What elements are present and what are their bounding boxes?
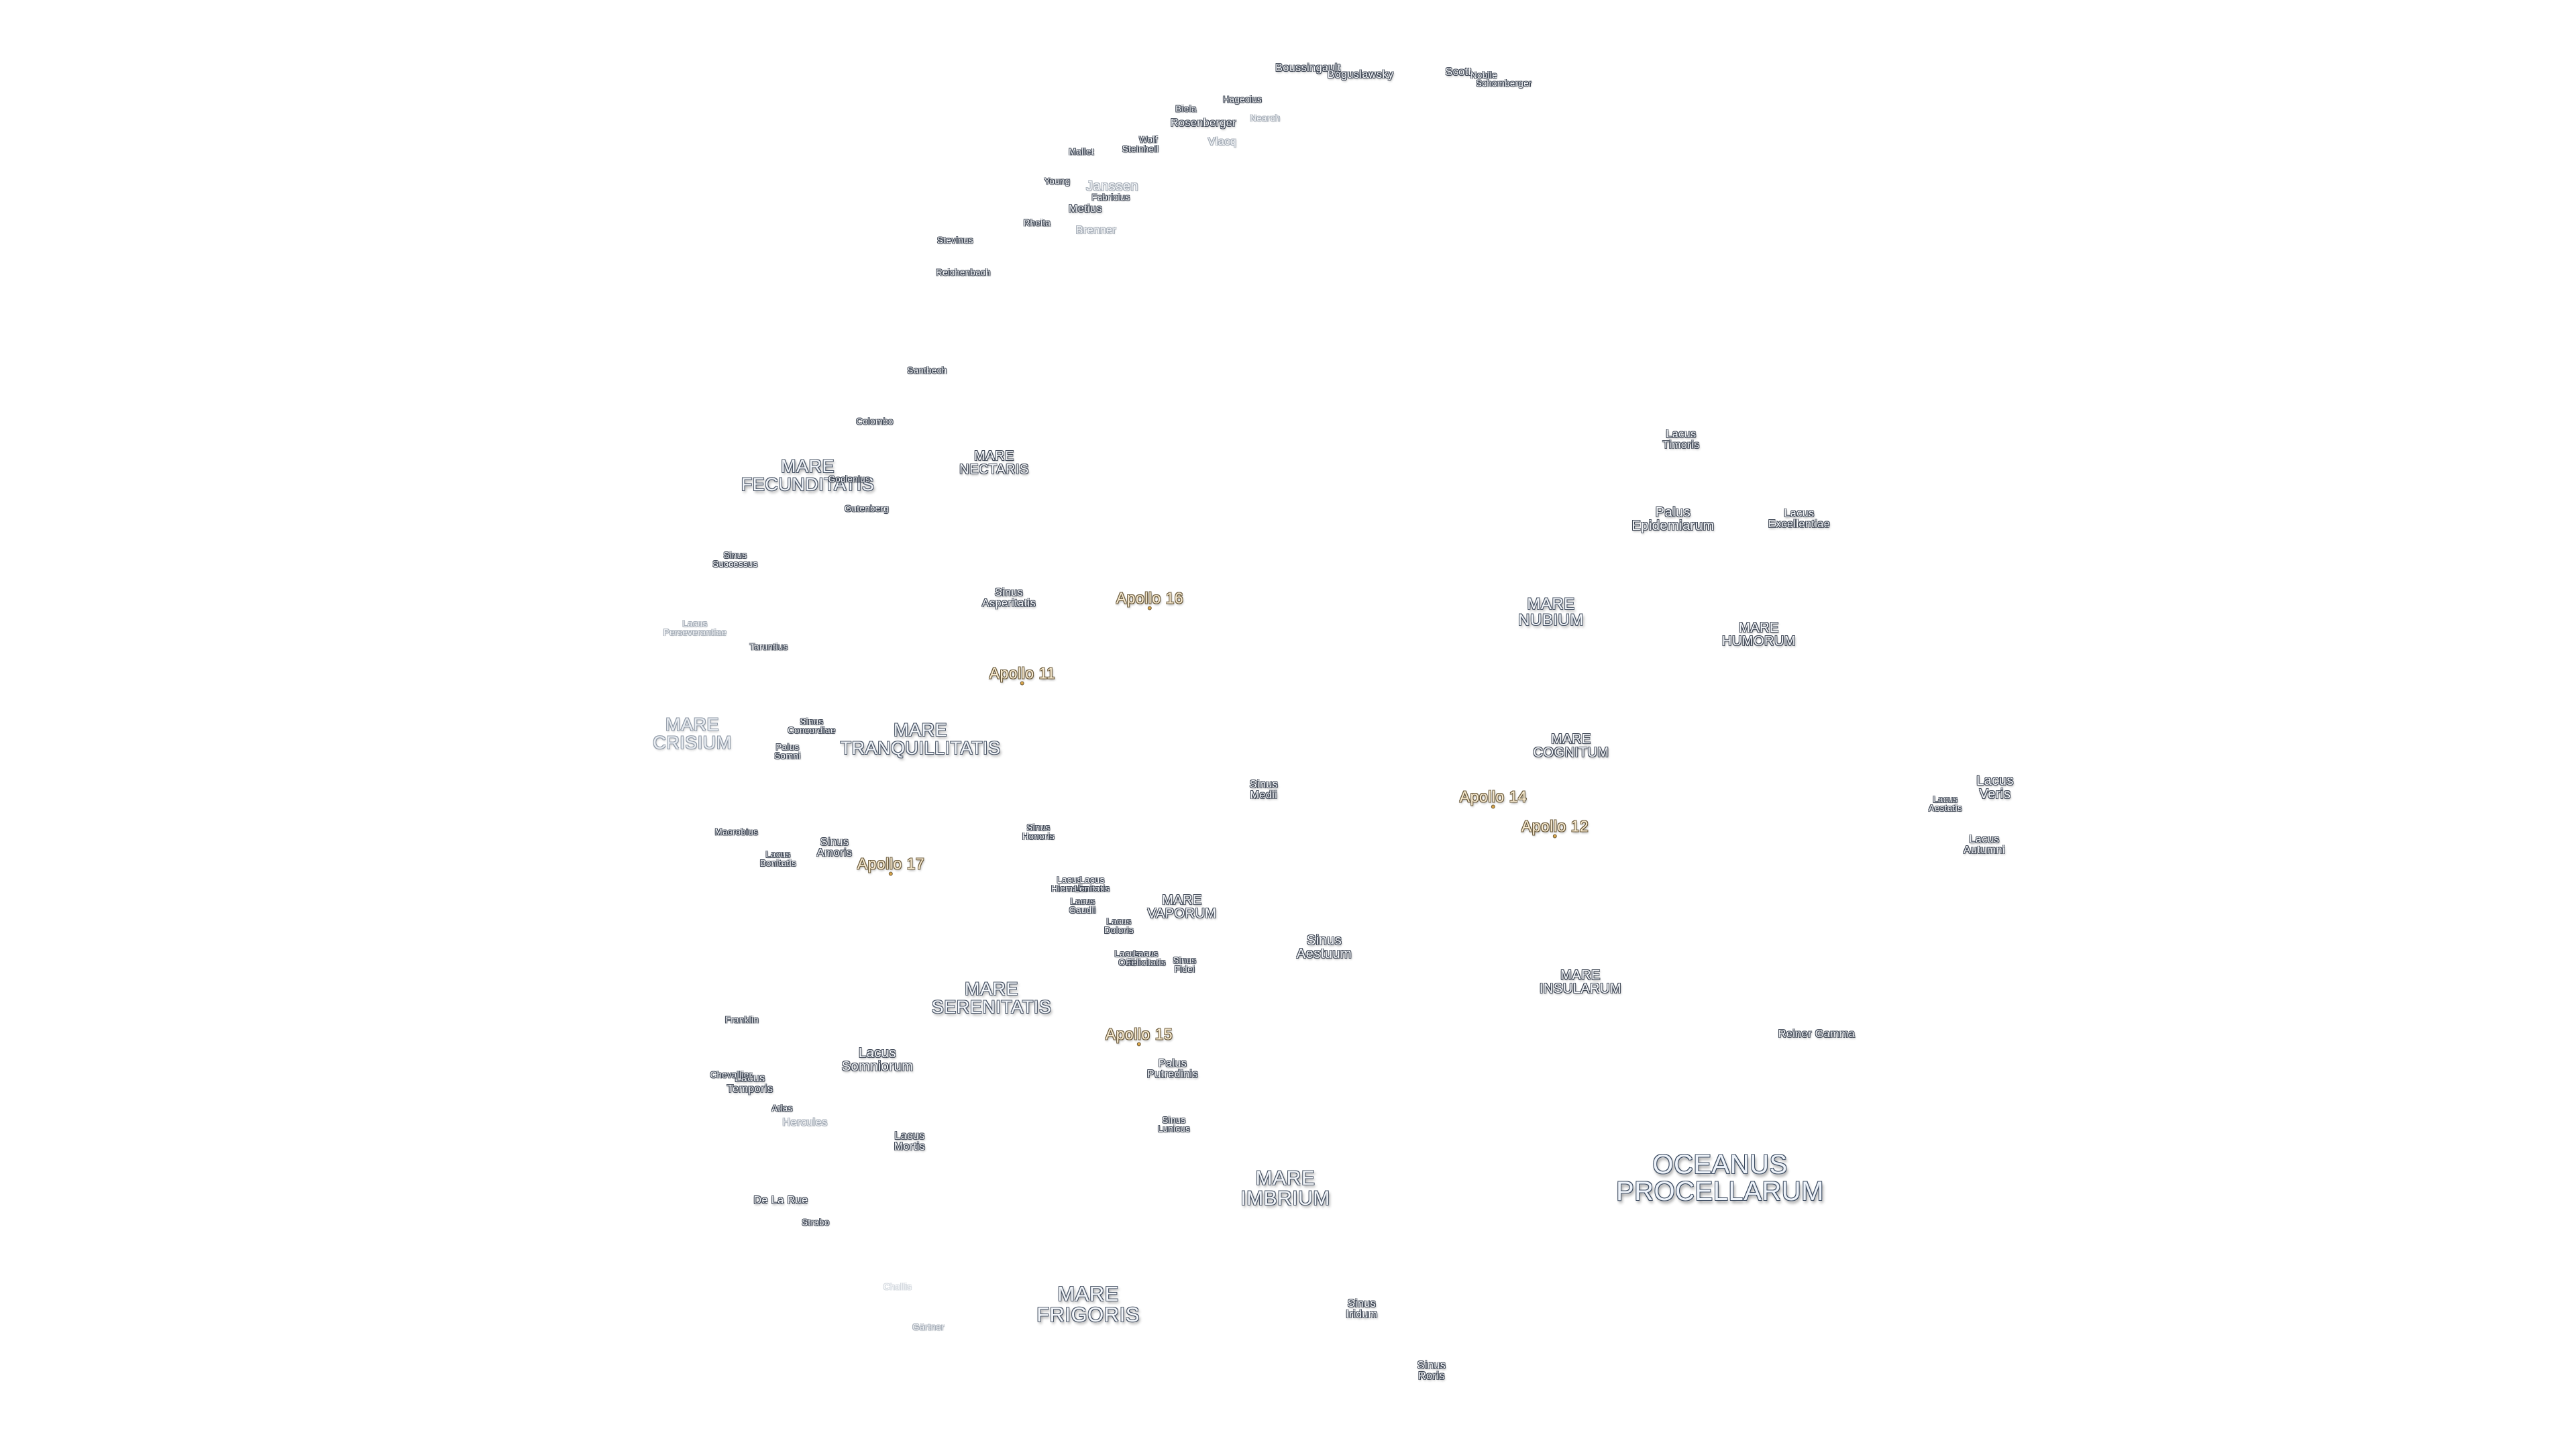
- label-palus-putredinis[interactable]: Palus Putredinis: [1146, 1058, 1199, 1080]
- label-strabo[interactable]: Strabo: [802, 1217, 830, 1228]
- label-palus-somni[interactable]: Palus Somni: [774, 742, 801, 761]
- apollo-14-marker[interactable]: Apollo 14: [1459, 788, 1527, 808]
- label-lacus-doloris[interactable]: Lacus Doloris: [1104, 916, 1134, 935]
- label-sinus-concordiae[interactable]: Sinus Concordiae: [788, 716, 836, 735]
- label-boguslawsky[interactable]: Boguslawsky: [1327, 69, 1394, 80]
- label-hagecius[interactable]: Hagecius: [1222, 94, 1263, 105]
- label-sinus-roris[interactable]: Sinus Roris: [1417, 1360, 1446, 1382]
- apollo-16-marker[interactable]: Apollo 16: [1116, 589, 1184, 610]
- label-stevinus[interactable]: Stevinus: [937, 235, 973, 246]
- label-lacus-felicitatis[interactable]: Lacus Felicitatis: [1126, 949, 1166, 967]
- label-lacus-temporis[interactable]: Lacus Temporis: [727, 1073, 773, 1095]
- apollo-12-marker[interactable]: Apollo 12: [1521, 817, 1589, 838]
- label-vlacq[interactable]: Vlacq: [1208, 136, 1237, 148]
- label-janssen[interactable]: Janssen: [1086, 179, 1138, 194]
- label-boussingault[interactable]: Boussingault: [1275, 62, 1341, 74]
- label-mare-crisium[interactable]: MARE CRISIUM: [653, 714, 732, 753]
- label-reiner-gamma[interactable]: Reiner Gamma: [1778, 1028, 1856, 1040]
- label-colombo[interactable]: Colombo: [856, 416, 894, 427]
- label-sinus-successus[interactable]: Sinus Successus: [712, 550, 758, 569]
- label-mare-imbrium[interactable]: MARE IMBRIUM: [1240, 1167, 1330, 1210]
- label-lacus-lenitatis[interactable]: Lacus Lenitatis: [1074, 875, 1110, 894]
- label-lacus-gaudii[interactable]: Lacus Gaudii: [1069, 896, 1097, 915]
- label-rosenberger[interactable]: Rosenberger: [1171, 117, 1236, 129]
- label-sinus-fidei[interactable]: Sinus Fidei: [1173, 955, 1197, 974]
- label-fabricius[interactable]: Fabricius: [1091, 192, 1130, 203]
- label-mare-serenitatis[interactable]: MARE SERENITATIS: [931, 979, 1052, 1017]
- label-biela[interactable]: Biela: [1175, 103, 1197, 114]
- apollo-15-marker[interactable]: Apollo 15: [1105, 1025, 1173, 1046]
- label-lacus-mortis[interactable]: Lacus Mortis: [894, 1130, 926, 1152]
- label-mare-humorum[interactable]: MARE HUMORUM: [1721, 621, 1796, 649]
- label-sinus-honoris[interactable]: Sinus Honoris: [1022, 822, 1055, 841]
- label-nobile[interactable]: Nobile: [1470, 70, 1497, 80]
- label-lacus-autumni[interactable]: Lacus Autumni: [1963, 834, 2006, 856]
- label-mare-fecunditatis[interactable]: MARE FECUNDITATIS: [741, 456, 875, 494]
- label-schomberger[interactable]: Schomberger: [1476, 78, 1532, 89]
- label-lacus-somniorum[interactable]: Lacus Somniorum: [841, 1046, 914, 1074]
- label-santbech[interactable]: Santbech: [907, 365, 947, 376]
- label-wolf[interactable]: Wolf: [1139, 134, 1158, 145]
- label-young[interactable]: Young: [1044, 176, 1071, 186]
- label-mare-nectaris[interactable]: MARE NECTARIS: [959, 449, 1029, 477]
- label-goclenius[interactable]: Goclenius: [828, 474, 871, 484]
- label-lacus-hiemalis[interactable]: Lacus Hiemalis: [1051, 875, 1087, 894]
- label-lacus-aestatis[interactable]: Lacus Aestatis: [1928, 794, 1963, 813]
- label-sinus-medii[interactable]: Sinus Medii: [1249, 779, 1279, 801]
- apollo-11-marker[interactable]: Apollo 11: [989, 664, 1056, 685]
- label-mare-cognitum[interactable]: MARE COGNITUM: [1533, 732, 1609, 760]
- label-taruntius[interactable]: Taruntius: [749, 641, 788, 652]
- label-reichenbach[interactable]: Reichenbach: [936, 267, 991, 278]
- label-chevallier[interactable]: Chevallier: [710, 1069, 753, 1080]
- label-lacus-excellentiae[interactable]: Lacus Excellentiae: [1768, 508, 1831, 530]
- label-palus-epidemiarum[interactable]: Palus Epidemiarum: [1631, 505, 1715, 533]
- label-gutenberg[interactable]: Gutenberg: [845, 503, 889, 514]
- label-atlas[interactable]: Atlas: [771, 1103, 793, 1114]
- label-mare-vaporum[interactable]: MARE VAPORUM: [1147, 893, 1217, 921]
- label-scott[interactable]: Scott: [1445, 66, 1472, 78]
- label-metius[interactable]: Metius: [1068, 203, 1103, 215]
- label-nearch[interactable]: Nearch: [1250, 113, 1281, 123]
- apollo-17-marker[interactable]: Apollo 17: [857, 855, 925, 875]
- label-mare-insularum[interactable]: MARE INSULARUM: [1539, 968, 1622, 996]
- label-steinheil[interactable]: Steinheil: [1122, 144, 1159, 154]
- label-sinus-iridum[interactable]: Sinus Iridum: [1346, 1298, 1378, 1320]
- label-sinus-asperitatis[interactable]: Sinus Asperitatis: [981, 587, 1036, 609]
- label-rheita[interactable]: Rheita: [1023, 217, 1051, 228]
- label-lacus-timoris[interactable]: Lacus Timoris: [1662, 429, 1700, 451]
- label-mare-nubium[interactable]: MARE NUBIUM: [1518, 595, 1584, 629]
- label-sinus-aestuum[interactable]: Sinus Aestuum: [1296, 933, 1352, 961]
- label-brenner[interactable]: Brenner: [1075, 225, 1117, 236]
- label-lacus-bonitatis[interactable]: Lacus Bonitatis: [759, 849, 797, 868]
- label-gartner[interactable]: Gärtner: [912, 1322, 945, 1332]
- label-hercules[interactable]: Hercules: [782, 1117, 828, 1128]
- label-macrobius[interactable]: Macrobius: [714, 826, 759, 837]
- label-de-la-rue[interactable]: De La Rue: [753, 1195, 808, 1206]
- label-mare-frigoris[interactable]: MARE FRIGORIS: [1036, 1282, 1140, 1326]
- label-challis[interactable]: Challis: [883, 1281, 912, 1292]
- label-franklin[interactable]: Franklin: [724, 1014, 759, 1025]
- label-lacus-veris[interactable]: Lacus Veris: [1976, 773, 2014, 802]
- label-sinus-amoris[interactable]: Sinus Amoris: [816, 837, 853, 859]
- label-oceanus-procellarum[interactable]: OCEANUS PROCELLARUM: [1615, 1150, 1825, 1206]
- label-lacus-perseverantiae[interactable]: Lacus Perseverantiae: [663, 619, 727, 637]
- label-mallet[interactable]: Mallet: [1069, 146, 1094, 157]
- label-mare-tranquillitatis[interactable]: MARE TRANQUILLITATIS: [840, 720, 1001, 758]
- label-sinus-lunicus[interactable]: Sinus Lunicus: [1157, 1115, 1191, 1134]
- label-lacus-odii[interactable]: Lacus Odii: [1114, 949, 1140, 967]
